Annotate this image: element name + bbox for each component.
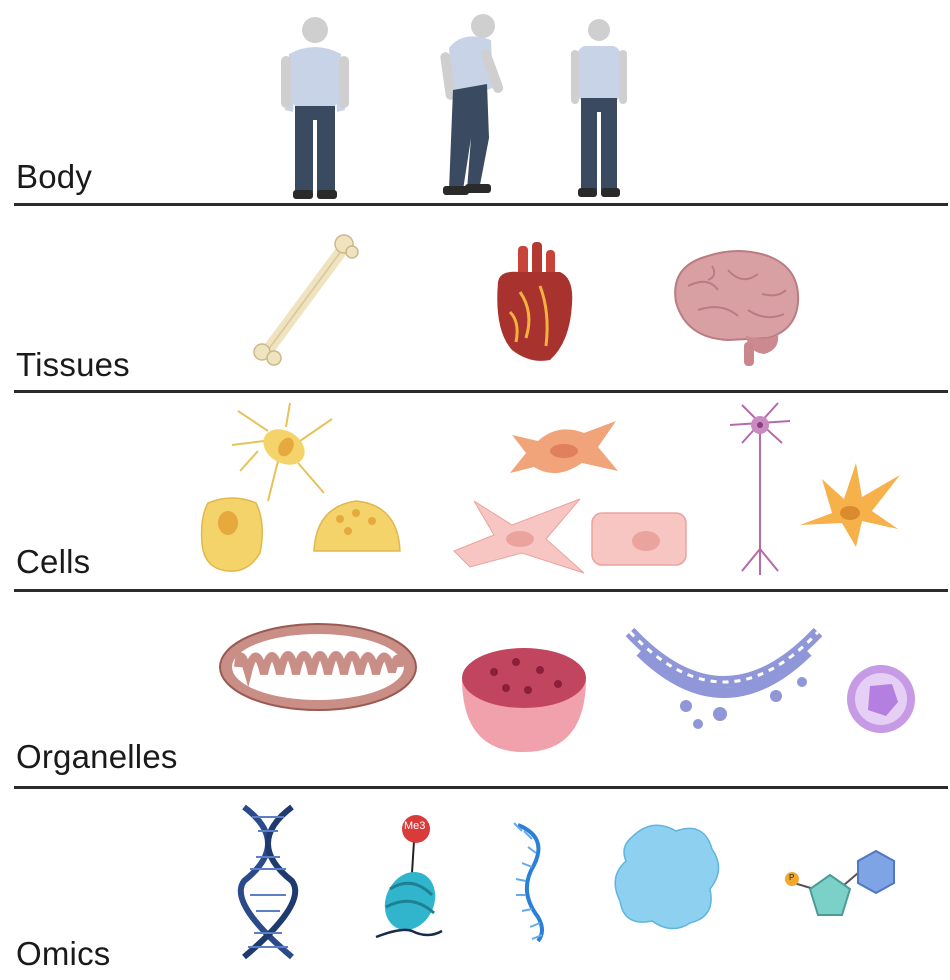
level-label-tissues: Tissues (16, 346, 130, 384)
peroxisome-icon (846, 664, 916, 734)
person-icon (275, 10, 355, 202)
endoplasmic-reticulum-icon (626, 622, 822, 734)
dna-icon (238, 803, 298, 961)
bone-icon (250, 232, 365, 367)
cardiomyocyte-cell-icon (508, 417, 620, 485)
histone-icon (372, 815, 448, 943)
level-label-cells: Cells (16, 543, 90, 581)
level-organelles: Organelles (0, 592, 950, 788)
phosphate-label: P (789, 873, 794, 882)
level-label-body: Body (16, 158, 92, 196)
level-label-omics: Omics (16, 935, 111, 973)
mitochondrion-icon (218, 622, 418, 712)
level-cells: Cells (0, 393, 950, 591)
lysosome-icon (458, 642, 590, 754)
myofibroblast-cell-icon (590, 511, 688, 567)
protein-icon (612, 817, 724, 935)
level-label-organelles: Organelles (16, 738, 178, 776)
level-tissues: Tissues (0, 206, 950, 392)
osteoblast-cell-icon (198, 493, 268, 575)
heart-icon (490, 242, 575, 364)
person-icon (568, 10, 630, 200)
fibroblast-cell-icon (450, 495, 588, 577)
level-body: Body (0, 0, 950, 205)
osteoclast-cell-icon (310, 497, 404, 559)
elderly-person-icon (435, 8, 505, 198)
level-omics: Me3 P Omics (0, 789, 950, 980)
astrocyte-cell-icon (796, 459, 904, 549)
rna-icon (508, 821, 554, 943)
metabolite-icon (780, 845, 900, 937)
neuron-cell-icon (722, 399, 796, 575)
brain-icon (668, 246, 803, 368)
histone-methyl-label: Me3 (404, 820, 425, 832)
